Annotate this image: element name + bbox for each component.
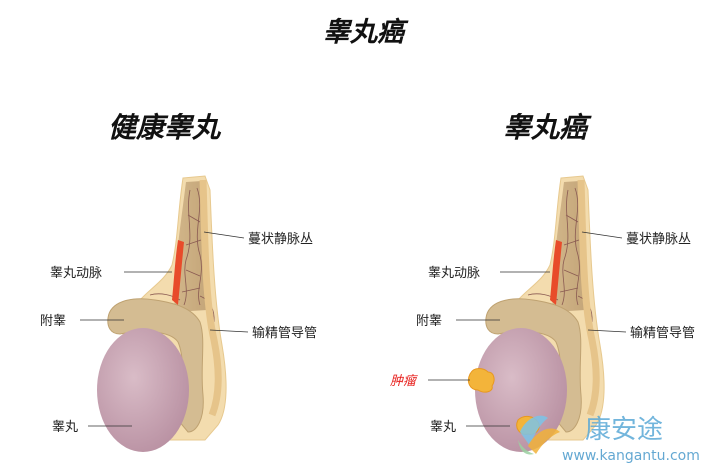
healthy-label-testis: 睾丸 [52,419,78,435]
healthy-labels: 蔓状静脉丛 睾丸动脉 附睾 输精管导管 睾丸 [40,231,317,435]
panel-title-healthy: 健康睾丸 [108,111,221,144]
panel-title-cancer: 睾丸癌 [503,111,588,144]
tumor-shape-upper [467,368,495,393]
cancer-testis-illustration [467,175,605,452]
page-title: 睾丸癌 [323,17,404,48]
healthy-label-vas: 输精管导管 [252,325,317,341]
cancer-labels: 蔓状静脉丛 睾丸动脉 附睾 输精管导管 肿瘤 睾丸 [390,231,695,435]
watermark-url: www.kangantu.com [562,448,700,464]
watermark: 康安途 www.kangantu.com [518,415,700,464]
cancer-label-testis: 睾丸 [430,419,456,435]
watermark-logo-icon [518,415,560,455]
healthy-testis [97,328,189,452]
cancer-label-tumor: 肿瘤 [390,374,418,389]
healthy-label-epididymis: 附睾 [40,313,66,329]
healthy-label-artery: 睾丸动脉 [50,265,102,281]
cancer-label-vas: 输精管导管 [630,325,695,341]
cancer-label-epididymis: 附睾 [416,313,442,329]
cancer-label-plexus: 蔓状静脉丛 [626,232,691,247]
cancer-testicular-artery [550,240,562,305]
cancer-label-artery: 睾丸动脉 [428,265,480,281]
healthy-testicular-artery [172,240,184,305]
healthy-testis-illustration [97,175,227,452]
watermark-cn: 康安途 [585,415,663,445]
healthy-label-plexus: 蔓状静脉丛 [248,232,313,247]
